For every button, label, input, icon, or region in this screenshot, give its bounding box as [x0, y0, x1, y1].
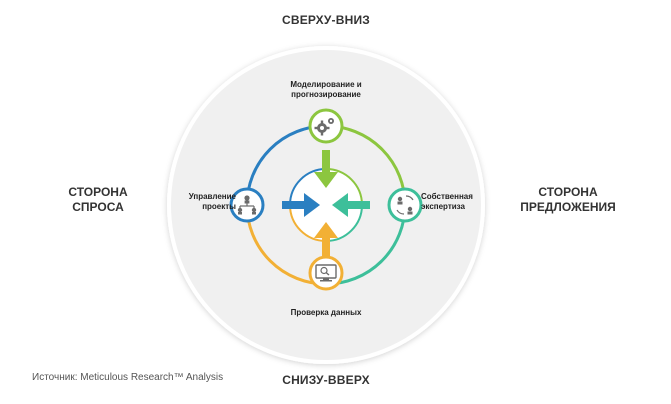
source-caption: Источник: Meticulous Research™ Analysis — [32, 372, 224, 383]
node-left-label: Управление проекты — [188, 192, 236, 211]
node-right-label: Собственная экспертиза — [421, 192, 473, 211]
axis-top-label: СВЕРХУ-ВНИЗ — [281, 13, 371, 27]
org-chart-icon — [237, 195, 257, 215]
node-left — [229, 187, 265, 223]
people-cycle-icon — [396, 195, 414, 215]
node-bottom-label: Проверка данных — [290, 308, 362, 317]
node-top — [308, 108, 344, 144]
arrow-right-blue — [282, 193, 320, 217]
node-bottom — [308, 255, 344, 291]
arrow-left-teal — [332, 193, 370, 217]
hub-arc-bottom-left — [289, 204, 327, 242]
axis-left-label: СТОРОНА СПРОСА — [68, 185, 128, 214]
node-right — [387, 187, 423, 223]
arrow-down-green — [314, 150, 338, 188]
axis-right-label: СТОРОНА ПРЕДЛОЖЕНИЯ — [520, 185, 616, 214]
hub-arc-top-right — [325, 168, 363, 206]
monitor-search-icon — [315, 264, 337, 282]
hub-arc-left-top — [289, 168, 327, 206]
arrow-up-orange — [314, 222, 338, 260]
node-top-label: Моделирование и прогнозирование — [290, 80, 362, 99]
hub-arc-right-bottom — [325, 204, 363, 242]
gears-icon — [314, 118, 334, 136]
axis-bottom-label: СНИЗУ-ВВЕРХ — [282, 373, 370, 387]
inner-hub — [290, 169, 362, 241]
